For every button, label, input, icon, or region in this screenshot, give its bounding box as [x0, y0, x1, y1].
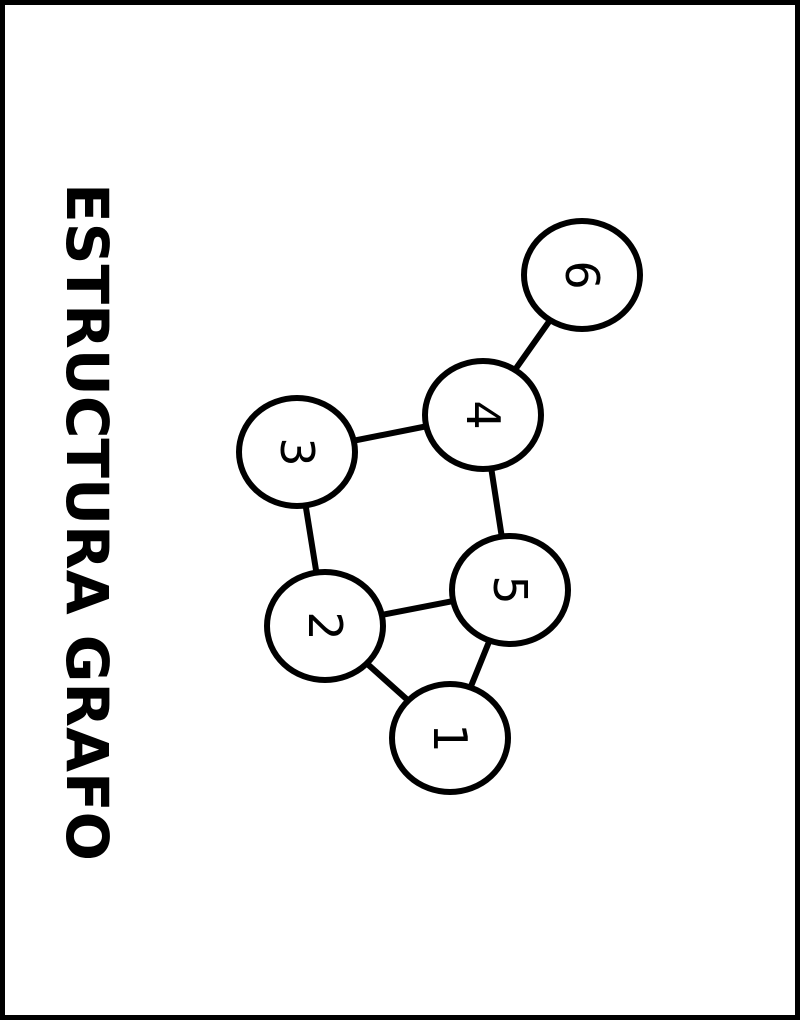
node-1: 1 — [389, 681, 511, 795]
node-label-6: 6 — [555, 260, 609, 289]
node-circle-6 — [521, 218, 643, 332]
node-label-3: 3 — [270, 437, 324, 466]
node-circle-3 — [236, 395, 358, 509]
node-label-5: 5 — [483, 575, 537, 604]
nodes-layer: 1 2 3 4 5 6 — [236, 218, 643, 795]
node-2: 2 — [264, 569, 386, 683]
node-label-4: 4 — [456, 400, 510, 429]
node-circle-4 — [422, 358, 544, 472]
node-5: 5 — [449, 533, 571, 647]
node-3: 3 — [236, 395, 358, 509]
node-circle-1 — [389, 681, 511, 795]
node-circle-5 — [449, 533, 571, 647]
node-circle-2 — [264, 569, 386, 683]
node-label-2: 2 — [298, 611, 352, 640]
node-4: 4 — [422, 358, 544, 472]
node-label-1: 1 — [423, 723, 477, 752]
node-6: 6 — [521, 218, 643, 332]
